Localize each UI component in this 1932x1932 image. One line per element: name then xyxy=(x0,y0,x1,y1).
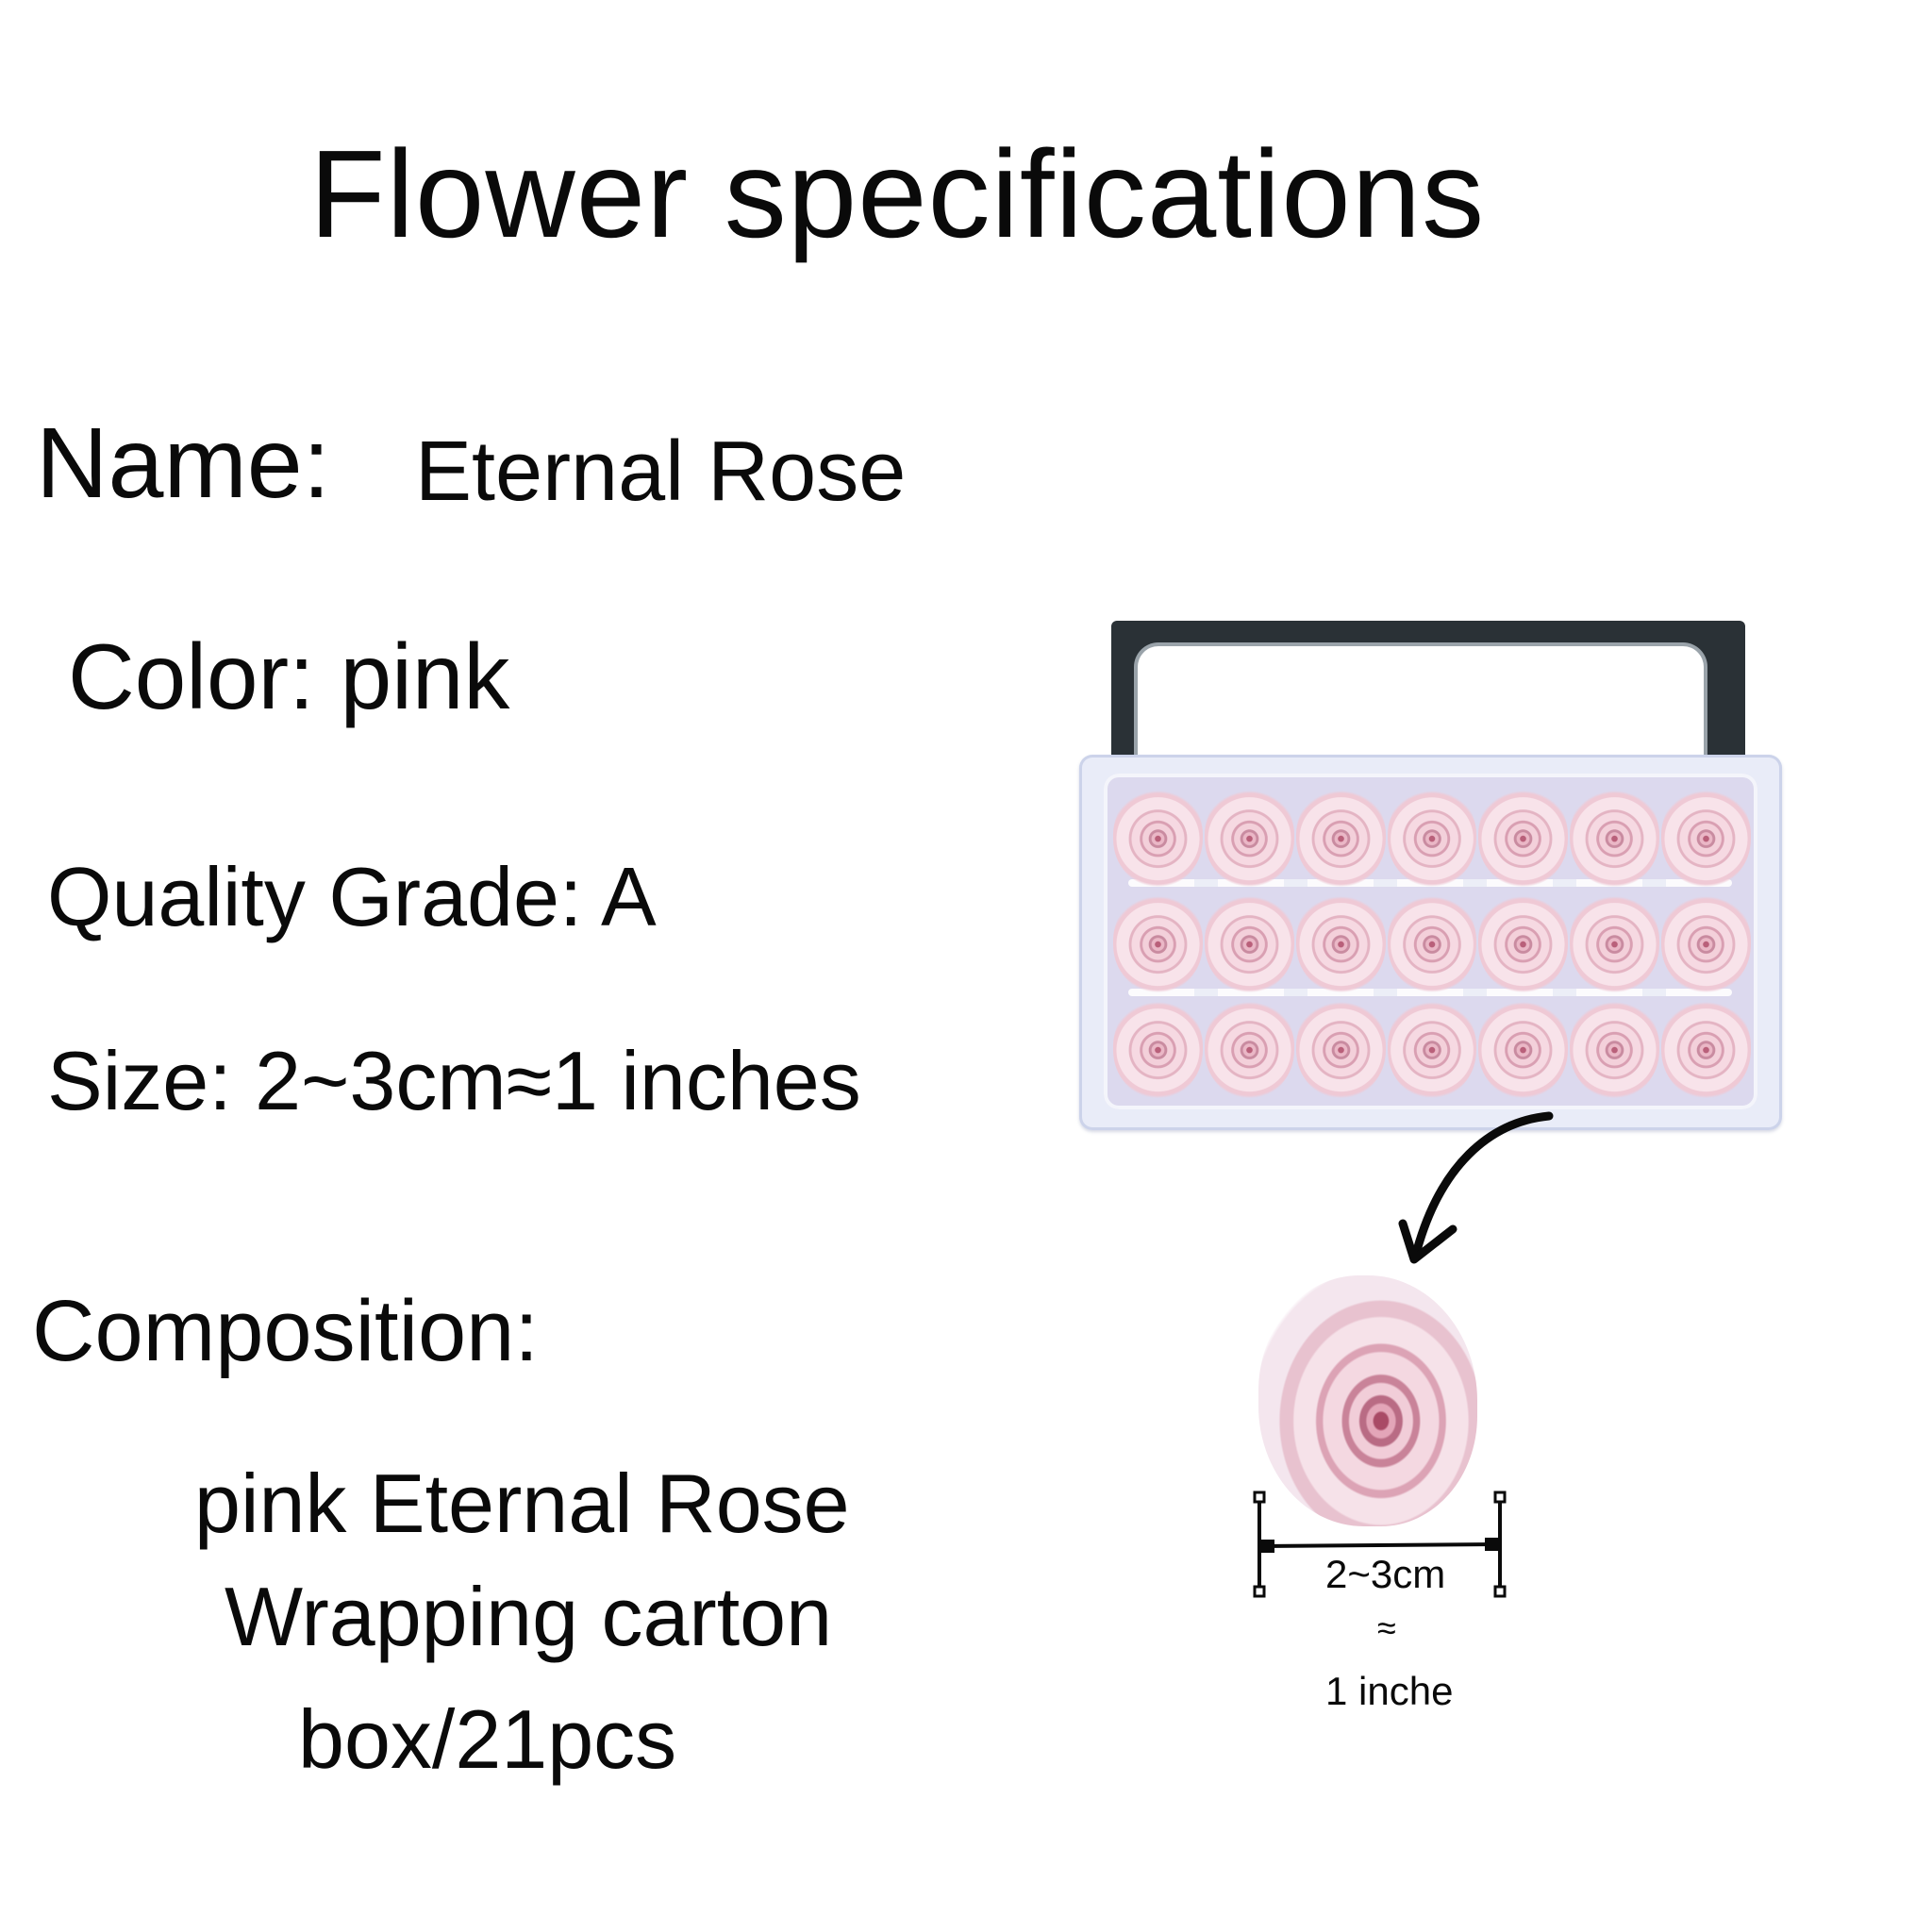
name-label: Name: xyxy=(36,408,331,519)
rose-in-box xyxy=(1570,998,1660,1098)
composition-line: pink Eternal Rose xyxy=(194,1457,850,1550)
size-spec: Size: 2~3cm≈1 inches xyxy=(47,1034,861,1127)
rose-in-box xyxy=(1478,892,1569,992)
measurement-inch: 1 inche xyxy=(1325,1669,1454,1713)
measurement-bracket-icon xyxy=(1253,1491,1507,1598)
rose-in-box xyxy=(1661,787,1751,887)
rose-in-box xyxy=(1387,892,1477,992)
rose-in-box xyxy=(1295,787,1386,887)
rose-in-box xyxy=(1113,892,1203,992)
composition-label: Composition: xyxy=(32,1283,539,1379)
rose-grid xyxy=(1113,787,1751,1098)
rose-in-box xyxy=(1113,998,1203,1098)
rose-in-box xyxy=(1478,998,1569,1098)
single-rose-image xyxy=(1258,1275,1477,1526)
box-lid-window xyxy=(1138,646,1704,767)
rose-in-box xyxy=(1295,998,1386,1098)
tray-well xyxy=(1104,774,1757,1109)
measurement-range: 2~3cm xyxy=(1325,1552,1446,1596)
rose-in-box xyxy=(1204,998,1294,1098)
quality-grade-spec: Quality Grade: A xyxy=(47,850,657,943)
composition-line: Wrapping carton xyxy=(225,1570,833,1663)
composition-line: box/21pcs xyxy=(298,1692,677,1786)
curved-arrow-icon xyxy=(1398,1111,1554,1264)
row-divider xyxy=(1128,989,1732,996)
rose-in-box xyxy=(1204,892,1294,992)
rose-in-box xyxy=(1387,787,1477,887)
rose-in-box xyxy=(1570,787,1660,887)
rose-in-box xyxy=(1661,892,1751,992)
page-title: Flower specifications xyxy=(309,125,1486,263)
name-value: Eternal Rose xyxy=(415,425,907,519)
approx-symbol: ≈ xyxy=(1377,1608,1396,1647)
rose-in-box xyxy=(1204,787,1294,887)
product-box-image xyxy=(1075,618,1788,1135)
rose-in-box xyxy=(1387,998,1477,1098)
rose-in-box xyxy=(1113,787,1203,887)
rose-in-box xyxy=(1570,892,1660,992)
color-spec: Color: pink xyxy=(68,625,510,728)
rose-in-box xyxy=(1478,787,1569,887)
rose-in-box xyxy=(1661,998,1751,1098)
box-tray xyxy=(1079,755,1782,1130)
rose-in-box xyxy=(1295,892,1386,992)
